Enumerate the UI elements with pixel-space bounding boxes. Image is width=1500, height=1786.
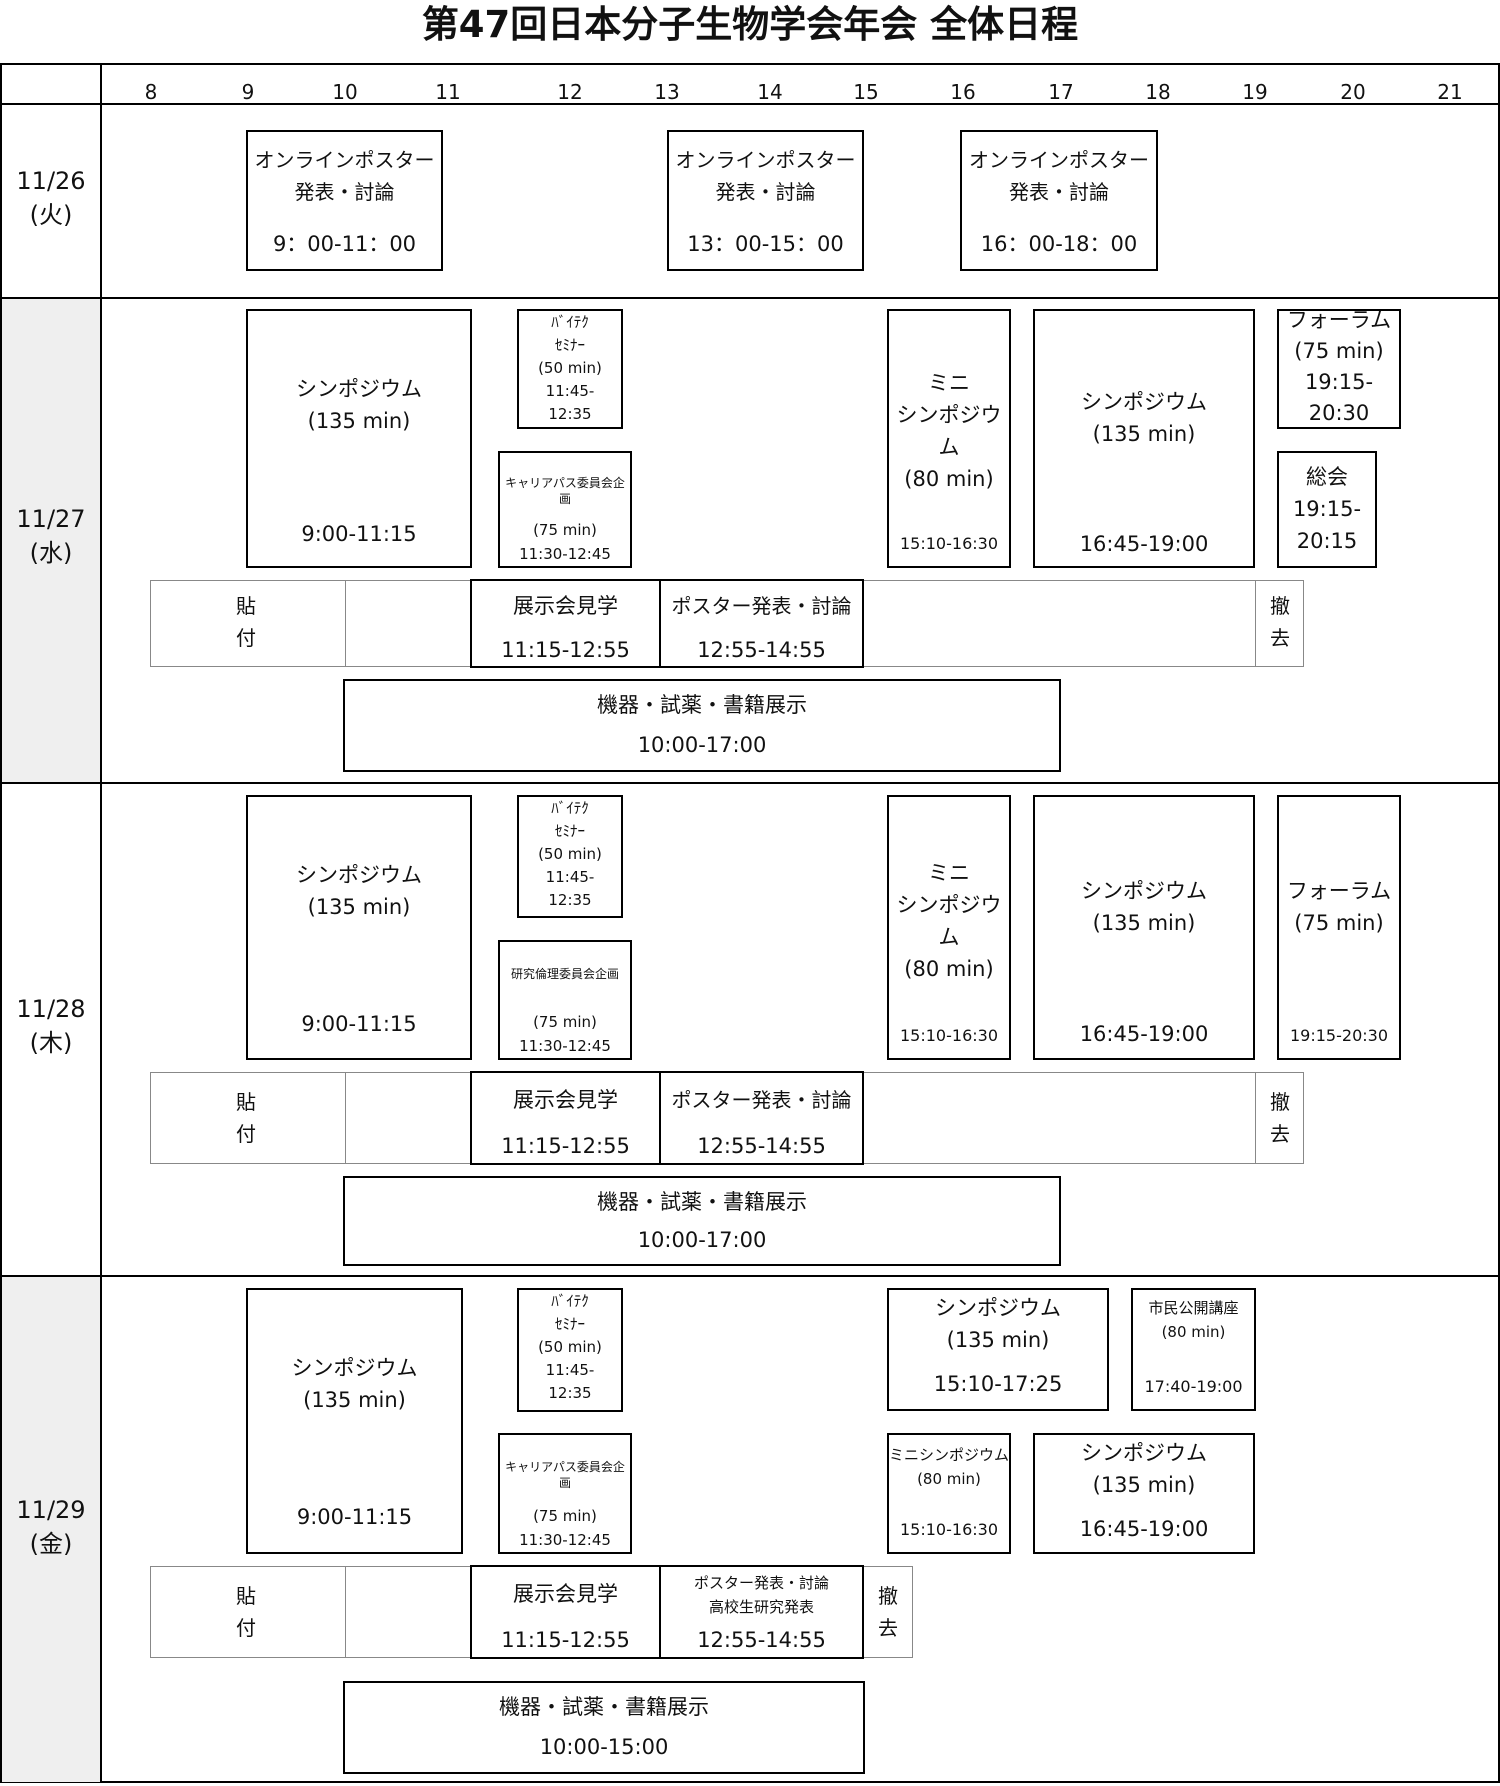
day-label: 11/29(金) xyxy=(16,1496,86,1558)
public-lecture-session: 市民公開講座 (80 min) 17:40-19:00 xyxy=(1131,1288,1256,1411)
bar-divider xyxy=(345,1072,346,1164)
online-poster-session: オンラインポスター 発表・討論 13：00-15：00 xyxy=(667,130,864,271)
symposium-session: シンポジウム (135 min) 9:00-11:15 xyxy=(246,795,472,1060)
online-poster-session: オンラインポスター 発表・討論 16：00-18：00 xyxy=(960,130,1158,271)
hour-tick: 11 xyxy=(435,80,461,104)
poster-paste-label: 貼 付 xyxy=(236,594,256,650)
general-meeting: 総会 19:15- 20:15 xyxy=(1277,451,1377,568)
hour-tick: 14 xyxy=(757,80,783,104)
poster-paste-label: 貼 付 xyxy=(236,1584,256,1640)
symposium-session: シンポジウム (135 min) 16:45-19:00 xyxy=(1033,1433,1255,1554)
hour-tick: 21 xyxy=(1437,80,1463,104)
hour-tick: 12 xyxy=(557,80,583,104)
exhibition-tour-session: 展示会見学 11:15-12:55 xyxy=(470,1565,661,1659)
hour-tick: 13 xyxy=(654,80,680,104)
hour-tick: 15 xyxy=(853,80,879,104)
hour-tick: 20 xyxy=(1340,80,1366,104)
date-column-divider xyxy=(100,63,102,1783)
poster-presentation-session: ポスター発表・討論 12:55-14:55 xyxy=(659,1071,864,1165)
online-poster-session: オンラインポスター 発表・討論 9：00-11：00 xyxy=(246,130,443,271)
bar-divider xyxy=(345,1566,346,1658)
biotech-seminar: ﾊﾞｲﾃｸ ｾﾐﾅｰ (50 min) 11:45- 12:35 xyxy=(517,795,623,918)
hour-tick: 8 xyxy=(144,80,158,104)
day-label: 11/28(木) xyxy=(16,995,86,1057)
mini-symposium-session: ミニ シンポジウム (80 min) 15:10-16:30 xyxy=(887,309,1011,568)
bar-divider xyxy=(1255,580,1256,667)
row-divider xyxy=(0,103,1500,105)
mini-symposium-session: ミニシンポジウム (80 min) 15:10-16:30 xyxy=(887,1433,1011,1554)
hour-tick: 9 xyxy=(241,80,255,104)
poster-removal-label: 撤 去 xyxy=(1270,1090,1290,1146)
row-divider xyxy=(0,1275,1500,1277)
symposium-session: シンポジウム (135 min) 15:10-17:25 xyxy=(887,1288,1109,1411)
bar-divider xyxy=(1255,1072,1256,1164)
poster-presentation-session: ポスター発表・討論 12:55-14:55 xyxy=(659,579,864,668)
poster-presentation-session: ポスター発表・討論 高校生研究発表 12:55-14:55 xyxy=(659,1565,864,1659)
careerpath-session: キャリアパス委員会企画 (75 min) 11:30-12:45 xyxy=(498,1433,632,1554)
research-ethics-session: 研究倫理委員会企画 (75 min) 11:30-12:45 xyxy=(498,940,632,1060)
hour-tick: 10 xyxy=(332,80,358,104)
symposium-session: シンポジウム (135 min) 9:00-11:15 xyxy=(246,1288,463,1554)
hour-tick: 16 xyxy=(950,80,976,104)
mini-symposium-session: ミニ シンポジウム (80 min) 15:10-16:30 xyxy=(887,795,1011,1060)
poster-paste-label: 貼 付 xyxy=(236,1090,256,1146)
date-column-bg xyxy=(2,299,100,782)
day-label: 11/26(火) xyxy=(16,167,86,229)
symposium-session: シンポジウム (135 min) 16:45-19:00 xyxy=(1033,309,1255,568)
forum-session: フォーラム (75 min) 19:15-20:30 xyxy=(1277,795,1401,1060)
forum-session: フォーラム (75 min) 19:15- 20:30 xyxy=(1277,308,1401,429)
biotech-seminar: ﾊﾞｲﾃｸ ｾﾐﾅｰ (50 min) 11:45- 12:35 xyxy=(517,309,623,429)
poster-removal-label: 撤 去 xyxy=(1270,594,1290,650)
equipment-exhibition: 機器・試薬・書籍展示 10:00-15:00 xyxy=(343,1681,865,1774)
biotech-seminar: ﾊﾞｲﾃｸ ｾﾐﾅｰ (50 min) 11:45- 12:35 xyxy=(517,1288,623,1412)
hour-tick: 19 xyxy=(1242,80,1268,104)
row-divider xyxy=(0,782,1500,784)
symposium-session: シンポジウム (135 min) 16:45-19:00 xyxy=(1033,795,1255,1060)
exhibition-tour-session: 展示会見学 11:15-12:55 xyxy=(470,1071,661,1165)
page-title: 第47回日本分子生物学会年会 全体日程 xyxy=(421,3,1079,46)
hour-tick: 17 xyxy=(1048,80,1074,104)
schedule-grid xyxy=(0,63,1500,1783)
symposium-session: シンポジウム (135 min) 9:00-11:15 xyxy=(246,309,472,568)
day-label: 11/27(水) xyxy=(16,505,86,567)
equipment-exhibition: 機器・試薬・書籍展示 10:00-17:00 xyxy=(343,1176,1061,1266)
row-divider xyxy=(0,297,1500,299)
poster-removal-label: 撤 去 xyxy=(878,1584,898,1640)
date-column-bg xyxy=(2,1277,100,1782)
bar-divider xyxy=(345,580,346,667)
careerpath-session: キャリアパス委員会企画 (75 min) 11:30-12:45 xyxy=(498,451,632,568)
hour-tick: 18 xyxy=(1145,80,1171,104)
exhibition-tour-session: 展示会見学 11:15-12:55 xyxy=(470,579,661,668)
equipment-exhibition: 機器・試薬・書籍展示 10:00-17:00 xyxy=(343,679,1061,772)
